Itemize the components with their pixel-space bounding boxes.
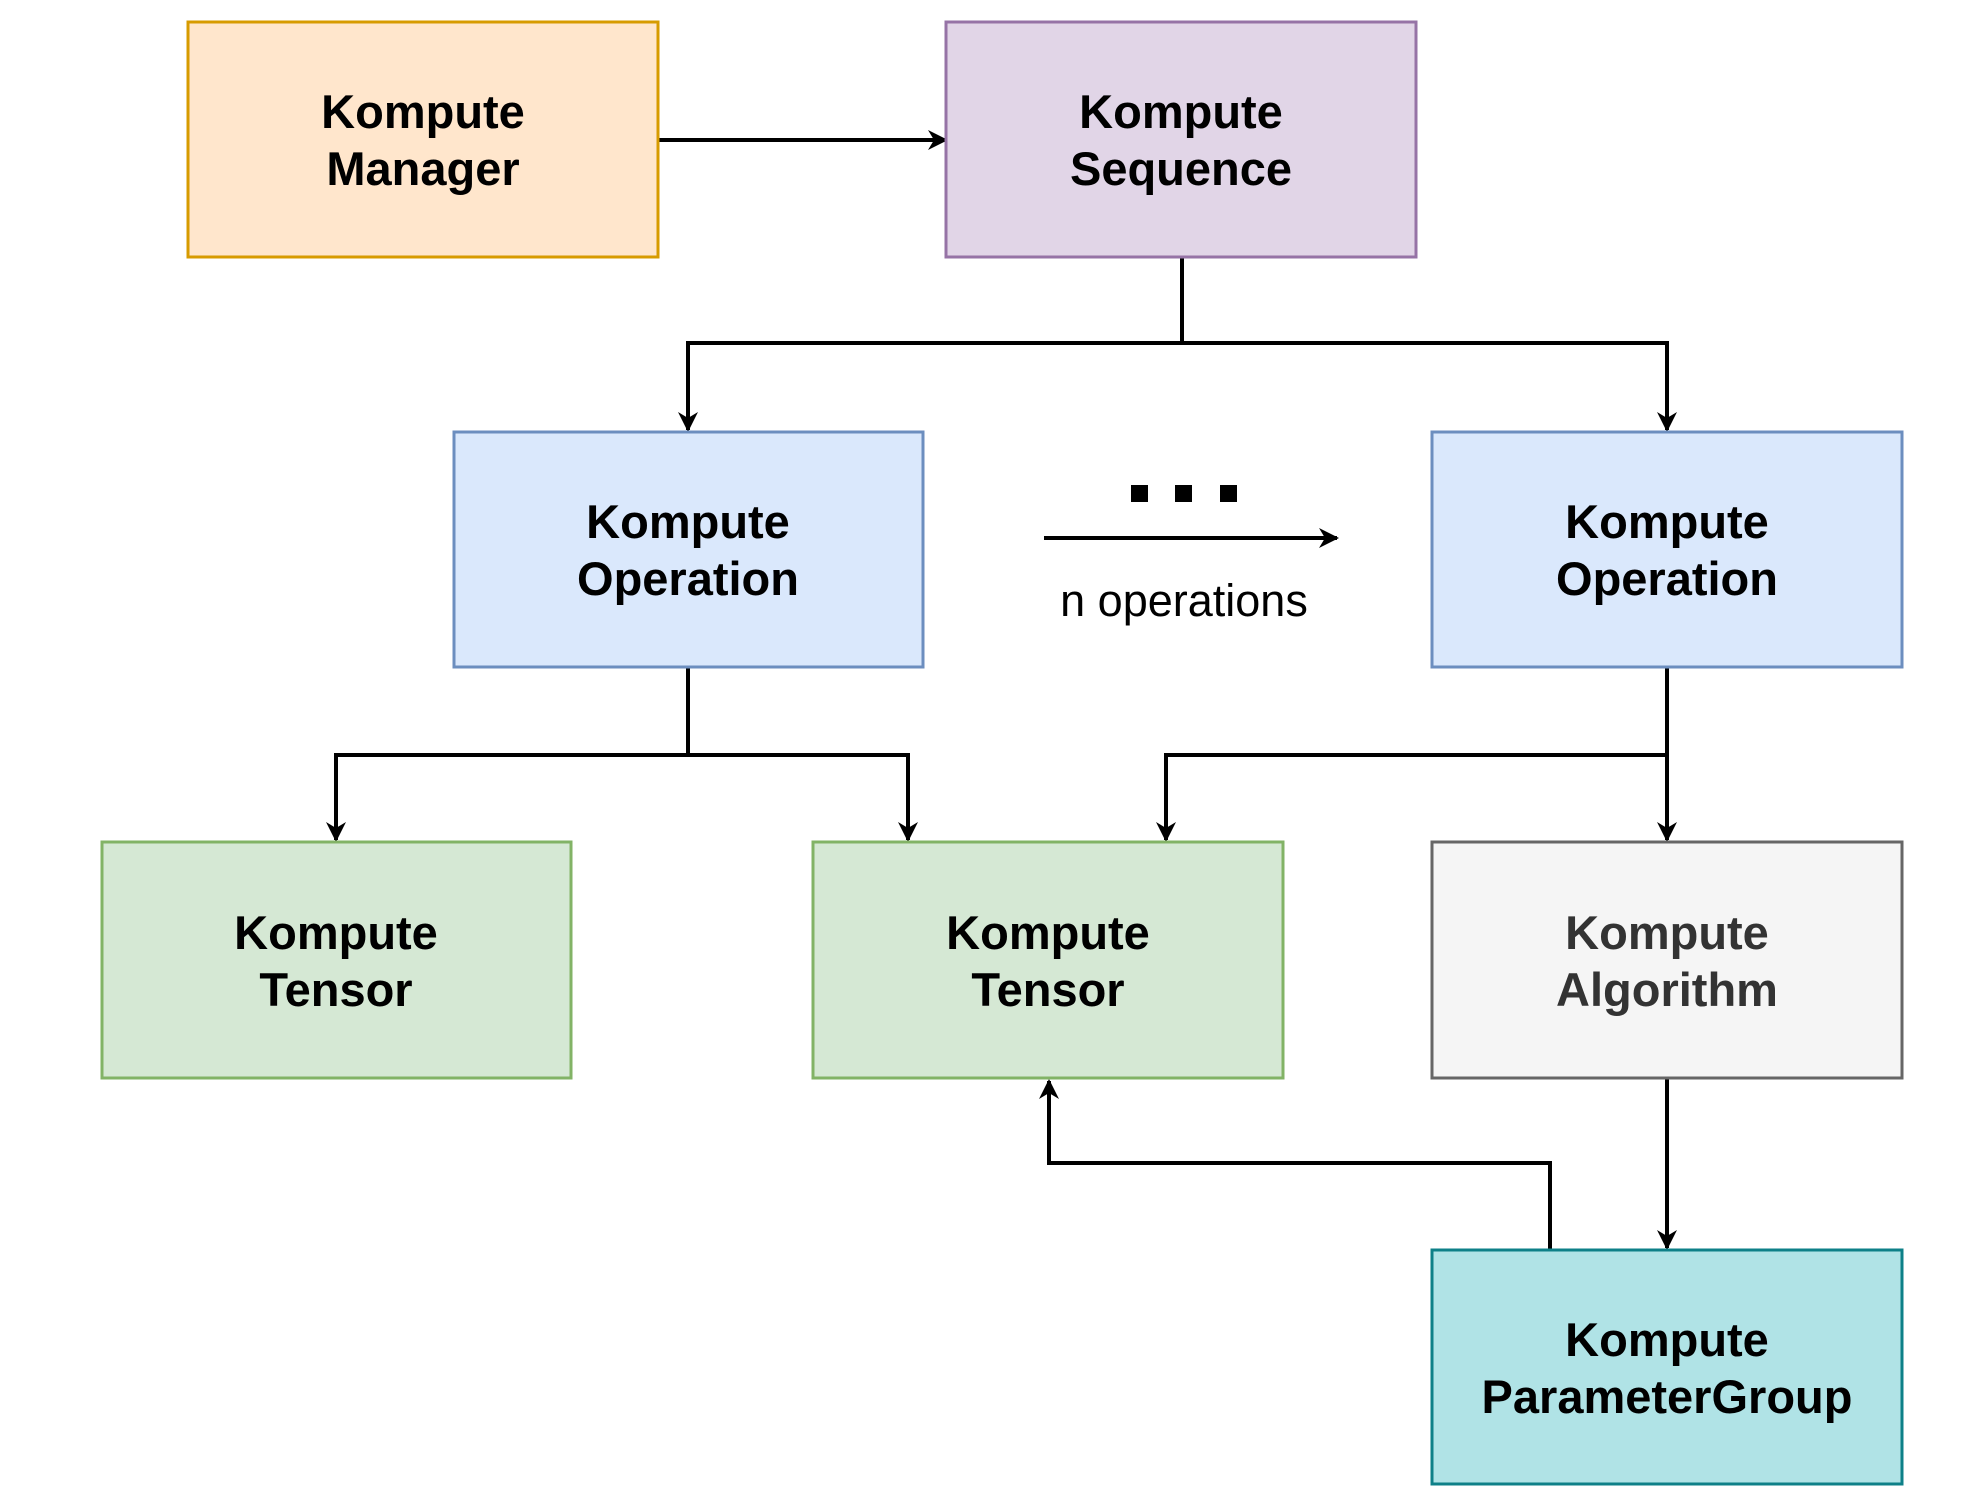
- node-label: Kompute: [1565, 1313, 1769, 1366]
- node-label: Kompute: [586, 495, 790, 548]
- n-operations-annotation: ... n operations: [1060, 485, 1308, 626]
- node-label: Algorithm: [1556, 963, 1778, 1016]
- node-kompute-sequence[interactable]: Kompute Sequence: [944, 20, 1418, 259]
- edge-parametergroup-to-tensor-middle: [1039, 1079, 1552, 1250]
- node-kompute-operation-left[interactable]: Kompute Operation: [452, 430, 925, 669]
- node-kompute-parametergroup[interactable]: Kompute ParameterGroup: [1430, 1248, 1904, 1486]
- node-label: Tensor: [971, 963, 1124, 1016]
- node-box: [811, 840, 1285, 1080]
- node-label: Kompute: [1565, 495, 1769, 548]
- node-label: Operation: [577, 552, 799, 605]
- node-kompute-manager[interactable]: Kompute Manager: [186, 20, 660, 259]
- ellipsis-dot: [1131, 485, 1148, 502]
- node-box: [100, 840, 573, 1080]
- node-label: ParameterGroup: [1482, 1370, 1853, 1423]
- node-kompute-tensor-left[interactable]: Kompute Tensor: [100, 840, 573, 1080]
- node-box: [186, 20, 660, 259]
- node-box: [1430, 1248, 1904, 1486]
- edge-operation-right-to-tensor-middle: [1156, 753, 1667, 842]
- node-label: Tensor: [259, 963, 412, 1016]
- node-box: [1430, 430, 1904, 669]
- node-kompute-tensor-middle[interactable]: Kompute Tensor: [811, 840, 1285, 1080]
- node-label: Manager: [326, 142, 519, 195]
- node-kompute-algorithm[interactable]: Kompute Algorithm: [1430, 840, 1904, 1080]
- ellipsis-dot: [1175, 485, 1192, 502]
- edge-sequence-to-operation-left: [678, 341, 1182, 432]
- ellipsis-dot: [1220, 485, 1237, 502]
- node-label: Kompute: [234, 906, 438, 959]
- node-box: [452, 430, 925, 669]
- node-label: Kompute: [1565, 906, 1769, 959]
- node-box: [1430, 840, 1904, 1080]
- edge-operation-left-to-tensor-middle: [688, 753, 918, 842]
- connector-group: [326, 130, 1677, 1250]
- n-operations-label: n operations: [1060, 575, 1308, 626]
- node-label: Kompute: [946, 906, 1150, 959]
- node-group: Kompute Manager Kompute Sequence Kompute…: [100, 20, 1904, 1486]
- node-kompute-operation-right[interactable]: Kompute Operation: [1430, 430, 1904, 669]
- edge-operation-left-to-tensor-left: [326, 753, 688, 842]
- node-label: Sequence: [1070, 142, 1292, 195]
- edge-sequence-to-operation-right: [1182, 341, 1677, 432]
- node-label: Kompute: [321, 85, 525, 138]
- node-label: Kompute: [1079, 85, 1283, 138]
- node-label: Operation: [1556, 552, 1778, 605]
- node-box: [944, 20, 1418, 259]
